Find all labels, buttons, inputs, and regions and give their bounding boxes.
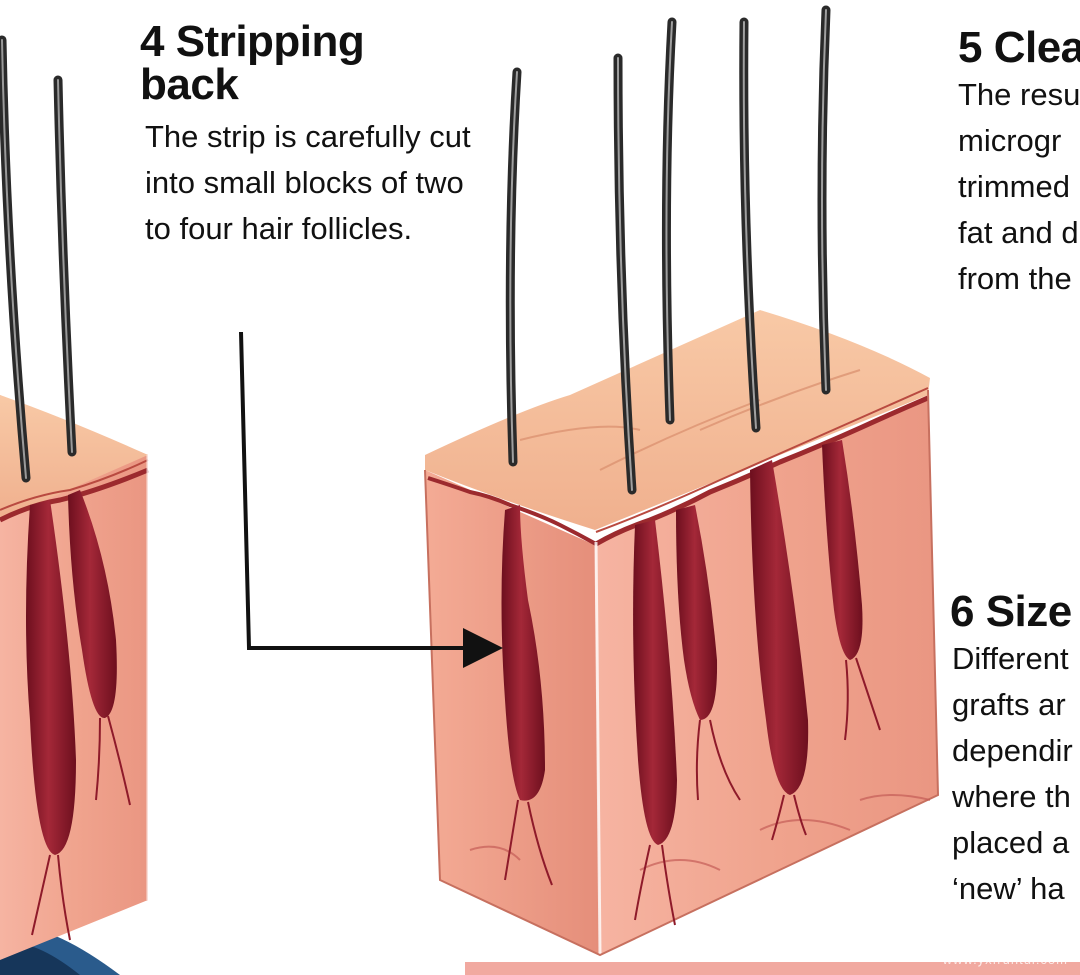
- step-6-line: placed a: [952, 825, 1070, 860]
- bottom-strip: [465, 962, 1080, 975]
- follicles: [501, 440, 881, 926]
- step-5-body: The resu microgr trimmed fat and d from …: [958, 72, 1080, 302]
- step-4-body: The strip is carefully cut into small bl…: [145, 119, 471, 246]
- step-5-line: from the: [958, 261, 1072, 296]
- step-6-line: grafts ar: [952, 687, 1066, 722]
- step-5-title: 5 Clea: [958, 23, 1080, 72]
- hair-shafts: [505, 5, 831, 495]
- pointer-arrow: [239, 331, 503, 668]
- watermark: www.yxfruntui.com: [942, 952, 1068, 967]
- step-6-line: Different: [952, 641, 1069, 676]
- step-5-line: fat and d: [958, 215, 1079, 250]
- main-skin-block: [424, 5, 940, 957]
- step-6-line: dependir: [952, 733, 1073, 768]
- left-skin-block: [0, 35, 150, 960]
- step-5-line: trimmed: [958, 169, 1070, 204]
- step-6-line: where th: [952, 779, 1071, 814]
- step-5-line: The resu: [958, 77, 1080, 112]
- step-6-line: ‘new’ ha: [952, 871, 1065, 906]
- step-6-body: Different grafts ar dependir where th pl…: [952, 636, 1073, 912]
- step-5-line: microgr: [958, 123, 1062, 158]
- step-4-title: 4 Stripping back: [140, 17, 365, 109]
- step-6-title: 6 Size: [950, 587, 1072, 636]
